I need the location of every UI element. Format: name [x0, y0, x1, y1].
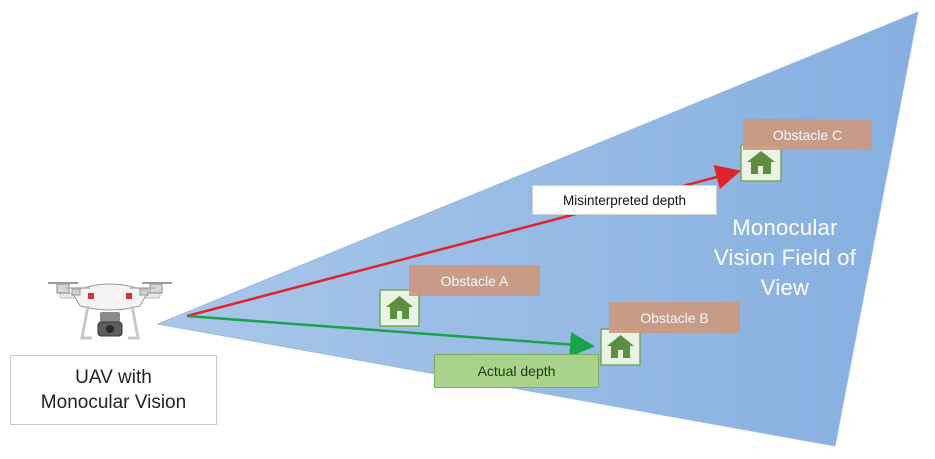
house-icon-obstacle-b [600, 328, 641, 366]
uav-caption-line2: Monocular Vision [40, 392, 187, 413]
house-icon-obstacle-c [740, 144, 782, 182]
house-icon-obstacle-a [379, 289, 420, 327]
fov-line2: Vision Field of [713, 245, 857, 270]
obstacle-c-label: Obstacle C [743, 119, 872, 150]
uav-drone-icon [48, 282, 172, 340]
obstacle-b-label: Obstacle B [609, 302, 740, 333]
misinterpreted-depth-label: Misinterpreted depth [532, 185, 717, 215]
uav-caption-line1: UAV with [75, 367, 152, 388]
field-of-view-label: Monocular Vision Field of View [690, 213, 880, 303]
uav-caption: UAV with Monocular Vision [10, 355, 217, 425]
fov-line3: View [760, 275, 810, 300]
obstacle-a-label: Obstacle A [409, 265, 540, 296]
actual-depth-label: Actual depth [434, 354, 599, 388]
fov-line1: Monocular [732, 215, 838, 240]
actual-depth-arrow [186, 314, 595, 357]
